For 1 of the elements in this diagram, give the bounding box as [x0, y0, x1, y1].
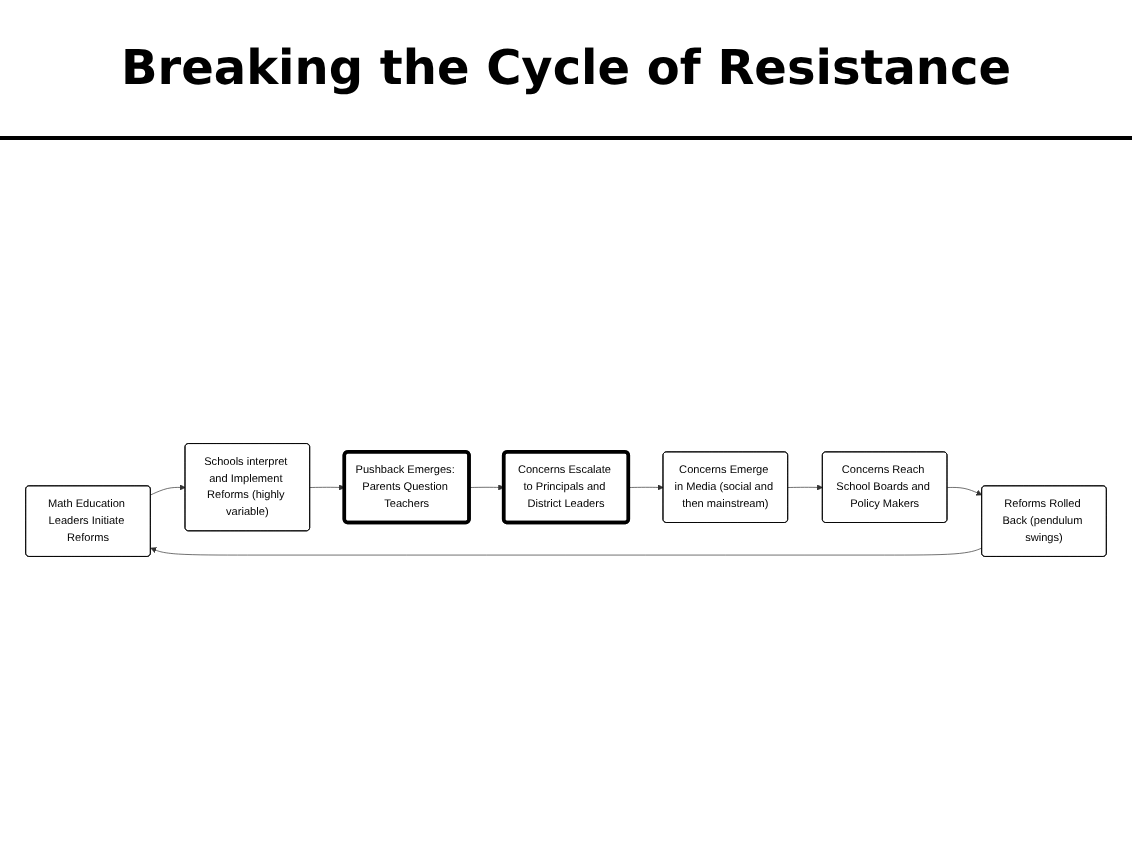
slide-title: Breaking the Cycle of Resistance	[118, 38, 1014, 100]
